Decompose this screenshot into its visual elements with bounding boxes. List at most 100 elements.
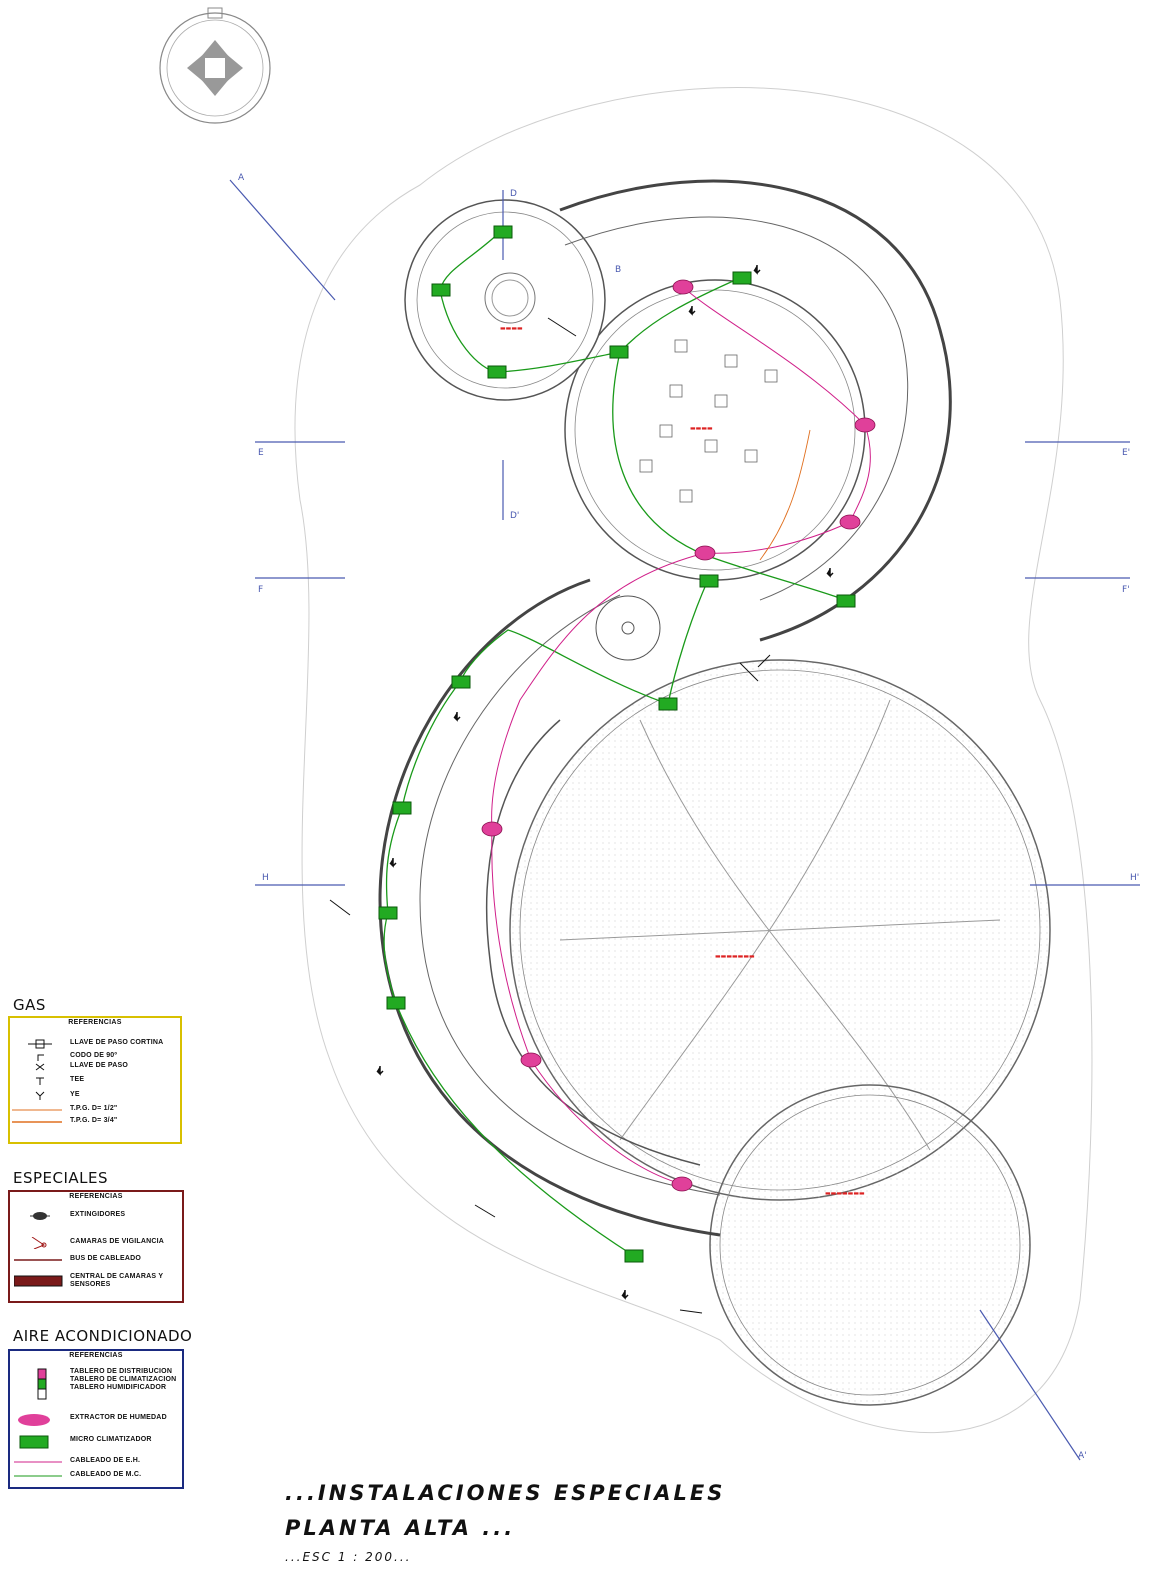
micro-climatizer-icon [451,675,471,689]
room-label: ▬▬▬▬ [500,325,523,332]
stopcock-icon [35,1063,45,1071]
central-garden [509,659,1051,1201]
cut-label-h-prime: H' [1130,873,1139,883]
extinguisher-icon [30,1212,50,1220]
gas-legend-label: YE [70,1091,80,1098]
micro-climatizer-icon [487,365,507,379]
aire-legend-row: MICRO CLIMATIZADOR [10,1435,182,1449]
gas-legend-label: T.P.G. D= 1/2" [70,1105,118,1112]
cut-label-e-prime: E' [1122,448,1130,458]
extinguisher-icon [621,1290,629,1300]
pipe-half-icon [12,1109,62,1111]
aire-legend-row: EXTRACTOR DE HUMEDAD [10,1413,182,1427]
aire-legend: REFERENCIAS TABLERO DE DISTRIBUCION TABL… [8,1349,184,1489]
micro-climatizer-icon [431,283,451,297]
camera-icon [547,317,577,337]
aire-legend-title: AIRE ACONDICIONADO [13,1327,193,1345]
especiales-legend-label: CAMARAS DE VIGILANCIA [70,1238,165,1245]
extractor-icon [520,1052,542,1068]
gas-legend-label: TEE [70,1076,85,1083]
camera-markers [329,317,771,1314]
extractor-icon [694,545,716,561]
aire-legend-header: REFERENCIAS [69,1352,123,1359]
extractor-icon [839,514,861,530]
room-label: ▬▬▬▬▬▬▬ [715,953,755,960]
camera-icon [739,662,759,682]
especiales-legend-title: ESPECIALES [13,1169,109,1187]
aire-legend-label: CABLEADO DE E.H. [70,1457,141,1464]
extractor-icon [18,1414,50,1426]
micro-climatizer-icon [836,594,856,608]
north-arrow-icon [159,7,271,124]
gas-legend-header: REFERENCIAS [68,1019,122,1026]
wye-icon [35,1091,45,1100]
cut-label-h: H [262,873,269,883]
camera-icon [329,899,351,916]
micro-climatizer-icon [392,801,412,815]
especiales-legend-row: BUS DE CABLEADO [10,1254,182,1266]
micro-climatizer-icon [699,574,719,588]
extinguisher-icon [389,858,397,868]
especiales-legend-row: EXTINGIDORES [10,1210,182,1222]
site-boundary [294,87,1093,1433]
extractor-markers [481,279,876,1192]
top-left-pavilion [404,199,606,401]
tee-icon [36,1077,44,1085]
cut-label-e: E [258,448,264,458]
especiales-legend-label: BUS DE CABLEADO [70,1255,142,1262]
central-panel-icon [14,1275,63,1287]
extinguisher-icon [826,568,834,578]
especiales-legend-row: CAMARAS DE VIGILANCIA [10,1237,182,1249]
micro-climatizer-icon [732,271,752,285]
drawing-scale: ...ESC 1 : 200... [285,1550,412,1564]
room-label: ▬▬▬▬ [690,425,713,432]
cut-label-b: B [615,265,621,275]
extinguisher-icon [453,712,461,722]
especiales-legend-header: REFERENCIAS [69,1193,123,1200]
camera-icon [679,1309,703,1314]
micro-climatizer-icon [378,906,398,920]
aire-legend-label: EXTRACTOR DE HUMEDAD [70,1414,167,1421]
especiales-legend-label: EXTINGIDORES [70,1211,126,1218]
gas-legend-label: CODO DE 90º [70,1052,118,1059]
micro-climatizer-icon [658,697,678,711]
gas-legend-row: LLAVE DE PASO CORTINA [10,1038,180,1050]
cut-line-a-prime [979,1309,1081,1461]
extinguisher-icon [688,306,696,316]
micro-climatizer-icon [386,996,406,1010]
spiral-stair-icon [595,595,661,661]
gas-legend-row: YE [10,1090,180,1102]
aire-legend-label: CABLEADO DE M.C. [70,1471,142,1478]
cable-eh-icon [14,1461,62,1463]
gas-legend-row: LLAVE DE PASO [10,1061,180,1073]
cut-label-d-prime: D' [510,511,519,521]
aire-legend-row: CABLEADO DE E.H. [10,1456,182,1468]
micro-climatizer-icon [609,345,629,359]
camera-icon [474,1204,496,1218]
cut-label-d: D [510,189,517,199]
gas-legend-row: T.P.G. D= 1/2" [10,1104,180,1116]
especiales-legend: REFERENCIAS EXTINGIDORES CAMARAS DE VIGI… [8,1190,184,1303]
aire-legend-label: TABLERO DE DISTRIBUCION TABLERO DE CLIMA… [70,1368,177,1391]
cable-mc-icon [14,1475,62,1477]
cut-label-a-prime: A' [1078,1451,1087,1461]
panel-board-icon [37,1368,47,1400]
gas-legend-row: TEE [10,1075,180,1087]
valve-icon [28,1039,52,1049]
gas-pipe [759,429,811,561]
cut-label-f: F [258,585,263,595]
room-label: ▬▬▬▬▬▬▬ [825,1190,865,1197]
micro-climatizer-icon [19,1435,49,1449]
gas-legend-row: CODO DE 90º [10,1051,180,1063]
cut-line-a [229,179,336,301]
aire-legend-row: CABLEADO DE M.C. [10,1470,182,1482]
cut-label-f-prime: F' [1122,585,1130,595]
cut-label-a: A [238,173,245,183]
micro-climatizer-icon [493,225,513,239]
aire-legend-label: MICRO CLIMATIZADOR [70,1436,152,1443]
lower-garden [709,1084,1031,1406]
camera-icon [31,1237,47,1249]
pipe-threequarter-icon [12,1121,62,1123]
extractor-icon [481,821,503,837]
